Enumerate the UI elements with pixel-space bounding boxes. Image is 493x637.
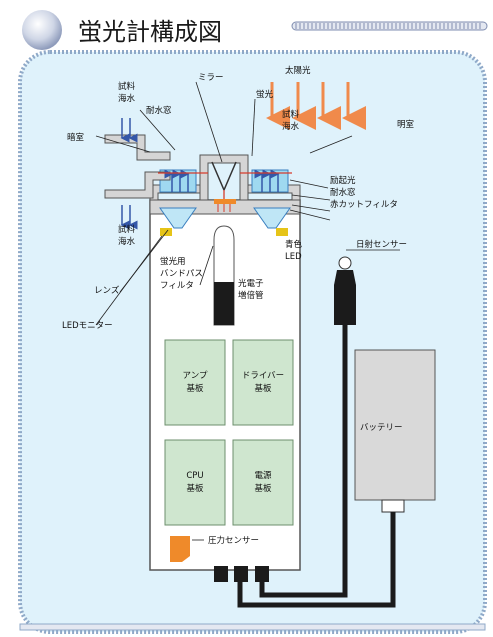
power-board-label-2: 基板 (254, 483, 272, 494)
label-bandpass-filter-1: 蛍光用 (160, 256, 186, 267)
label-sample-water-bottom-1: 試料 (118, 224, 136, 235)
label-led-monitor: LEDモニター (62, 321, 113, 331)
sunlight-arrows (266, 82, 366, 130)
bandpass-filter-shape (214, 199, 236, 204)
power-board-label-1: 電源 (254, 471, 272, 481)
page-title: 蛍光計構成図 (78, 18, 222, 46)
label-battery: バッテリー (360, 423, 403, 433)
blue-led-chip (276, 228, 288, 236)
label-sunlight: 太陽光 (285, 65, 311, 76)
driver-board-label-2: 基板 (254, 383, 272, 394)
leader-lines (95, 81, 400, 541)
label-red-cut-filter: 赤カットフィルタ (330, 200, 398, 210)
cpu-board (164, 439, 226, 526)
power-board (232, 439, 294, 526)
label-pressure-sensor: 圧力センサー (208, 535, 259, 546)
connector-1 (214, 566, 228, 582)
connector-2 (234, 566, 248, 582)
flow-arrows (120, 118, 280, 230)
title-globe-icon (22, 10, 62, 50)
label-blue-led-2: LED (285, 252, 302, 262)
label-excitation-light: 励起光 (330, 175, 356, 186)
title-rule (291, 21, 488, 31)
label-sample-water-bottom-2: 海水 (118, 236, 136, 247)
driver-board (232, 339, 294, 426)
pressure-sensor-icon (170, 536, 190, 562)
label-dark-room: 暗室 (67, 132, 85, 143)
label-bandpass-filter-3: フィルタ (160, 281, 194, 291)
label-irradiance-sensor: 日射センサー (356, 239, 407, 250)
cables (237, 325, 396, 608)
label-bright-room: 明室 (397, 119, 415, 130)
label-pressure-window-top: 耐水窓 (146, 105, 172, 116)
filter-arrows (217, 204, 231, 212)
label-sample-water-top-1: 試料 (118, 81, 136, 92)
connector-3 (255, 566, 269, 582)
label-sample-water-right-1: 試料 (282, 109, 300, 120)
label-fluorescence: 蛍光 (256, 89, 274, 100)
label-lens: レンズ (94, 285, 120, 296)
battery-box (354, 349, 436, 501)
amp-board (164, 339, 226, 426)
diagram-labels: 試料 海水 耐水窓 ミラー 太陽光 蛍光 試料 海水 明室 暗室 励起光 耐水窓… (62, 65, 415, 546)
label-sample-water-right-2: 海水 (282, 121, 300, 132)
amp-board-label-1: アンプ (183, 371, 208, 381)
bottom-rule (19, 623, 486, 631)
label-sample-water-top-2: 海水 (118, 93, 136, 104)
label-photomultiplier-2: 増倍管 (238, 290, 264, 301)
label-mirror: ミラー (198, 73, 224, 83)
label-photomultiplier-1: 光電子 (238, 278, 264, 289)
cpu-board-label-1: CPU (186, 471, 203, 481)
label-blue-led-1: 青色 (285, 239, 303, 250)
amp-board-label-2: 基板 (186, 383, 204, 394)
photomultiplier-base (214, 282, 234, 325)
lens-left-icon (159, 207, 197, 229)
battery-connector (381, 499, 405, 513)
label-pressure-window-right: 耐水窓 (330, 187, 356, 198)
irradiance-sensor-icon (334, 256, 356, 325)
cpu-board-label-2: 基板 (186, 483, 204, 494)
label-bandpass-filter-2: バンドパス (160, 269, 203, 279)
driver-board-label-1: ドライバー (242, 371, 284, 381)
